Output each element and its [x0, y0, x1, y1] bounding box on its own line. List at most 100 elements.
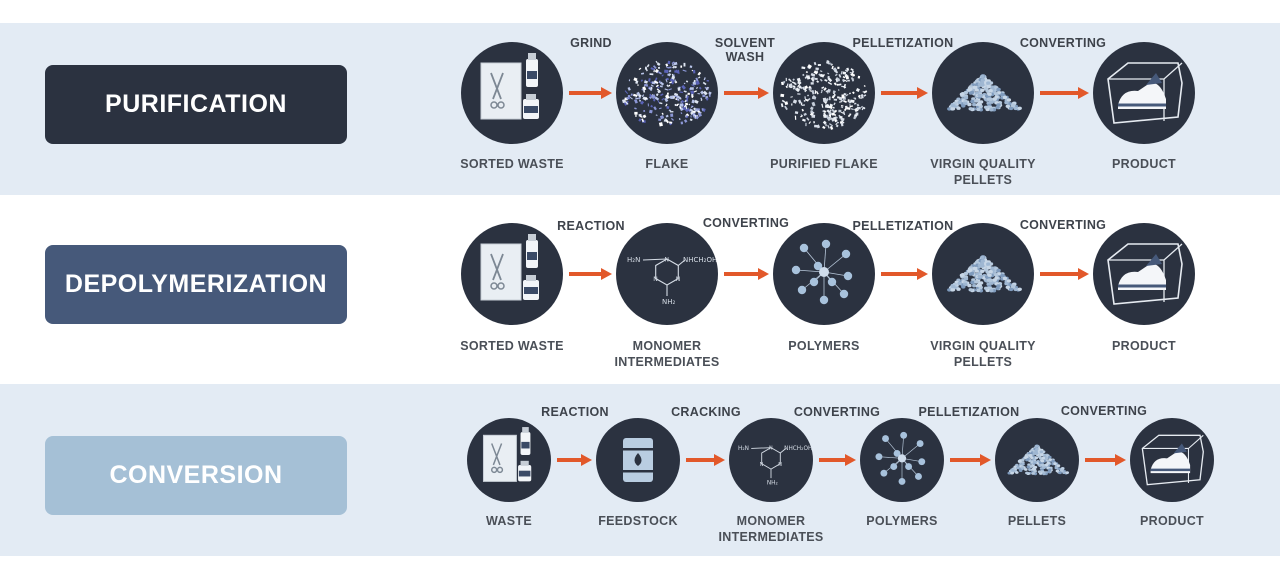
flow-arrow	[1040, 268, 1089, 280]
svg-text:N: N	[676, 276, 681, 283]
node-caption: PRODUCT	[1112, 157, 1176, 171]
node-polymers	[773, 223, 875, 325]
svg-text:H₂N: H₂N	[627, 256, 640, 264]
medical-waste-icon	[480, 234, 539, 301]
polymer-network-icon	[791, 239, 853, 305]
node-caption: POLYMERS	[866, 514, 938, 528]
flake-icon	[622, 60, 712, 127]
arrow-right-icon	[569, 268, 612, 280]
svg-text:N: N	[769, 446, 773, 452]
step-label: CONVERTING	[702, 216, 790, 230]
pellets-pile-icon	[947, 255, 1022, 293]
flow-arrow	[569, 268, 612, 280]
flow-arrow	[950, 454, 991, 466]
flow-arrow	[686, 454, 725, 466]
flow-arrow	[881, 268, 928, 280]
svg-text:NH₂: NH₂	[767, 481, 778, 487]
node-caption: PELLETS	[1007, 514, 1067, 528]
step-label: GRIND	[570, 36, 612, 50]
polymer-network-icon	[875, 431, 926, 485]
shoe-box-icon	[1107, 62, 1183, 124]
arrow-right-icon	[1085, 454, 1126, 466]
svg-text:H₂N: H₂N	[738, 446, 749, 452]
medical-waste-icon	[482, 427, 532, 482]
node-caption: MONOMER INTERMEDIATES	[614, 339, 720, 369]
purified-flake-icon	[780, 60, 868, 130]
svg-text:N: N	[653, 276, 658, 283]
node-purified-flake	[773, 42, 875, 144]
step-label: CRACKING	[671, 405, 741, 419]
node-product	[1130, 418, 1214, 502]
arrow-right-icon	[1040, 268, 1089, 280]
svg-text:NHCH₂OH: NHCH₂OH	[683, 256, 717, 264]
node-caption: FEEDSTOCK	[598, 514, 678, 528]
node-flake	[616, 42, 718, 144]
node-caption: WASTE	[486, 514, 532, 528]
molecule-icon: H₂N NHCH₂OH NH₂ N N N	[738, 446, 812, 487]
node-monomer-intermediates: H₂N NHCH₂OH NH₂ N N N	[729, 418, 813, 502]
arrow-right-icon	[686, 454, 725, 466]
node-caption: PRODUCT	[1112, 339, 1176, 353]
node-waste	[467, 418, 551, 502]
node-pellets	[995, 418, 1079, 502]
node-virgin-quality-pellets	[932, 42, 1034, 144]
node-caption: FLAKE	[645, 157, 689, 171]
molecule-icon: H₂N NHCH₂OH NH₂ N N N	[627, 256, 717, 306]
node-sorted-waste	[461, 223, 563, 325]
flow-arrow	[557, 454, 592, 466]
arrow-right-icon	[724, 87, 769, 99]
node-caption: POLYMERS	[788, 339, 860, 353]
node-polymers	[860, 418, 944, 502]
pellets-pile-icon	[947, 74, 1022, 112]
step-label: PELLETIZATION	[918, 405, 1020, 419]
flow-arrow	[881, 87, 928, 99]
medical-waste-icon	[480, 53, 539, 120]
node-caption: VIRGIN QUALITY PELLETS	[930, 339, 1036, 369]
pellets-pile-icon	[1007, 444, 1069, 476]
flow-arrow	[724, 87, 769, 99]
arrow-right-icon	[881, 87, 928, 99]
node-caption: PURIFIED FLAKE	[770, 157, 878, 171]
svg-text:N: N	[760, 462, 764, 468]
step-label: CONVERTING	[793, 405, 881, 419]
arrow-right-icon	[819, 454, 856, 466]
flow-arrow	[1085, 454, 1126, 466]
node-caption: VIRGIN QUALITY PELLETS	[930, 157, 1036, 187]
svg-text:NHCH₂OH: NHCH₂OH	[784, 446, 812, 452]
flow-arrow	[724, 268, 769, 280]
arrow-right-icon	[881, 268, 928, 280]
purification-label: PURIFICATION	[45, 65, 347, 144]
arrow-right-icon	[1040, 87, 1089, 99]
svg-text:NH₂: NH₂	[662, 298, 676, 306]
node-monomer-intermediates: H₂N NHCH₂OH NH₂ N N N	[616, 223, 718, 325]
oil-barrel-icon	[623, 438, 653, 482]
node-caption: SORTED WASTE	[460, 339, 564, 353]
arrow-right-icon	[569, 87, 612, 99]
step-label: REACTION	[541, 405, 609, 419]
step-label: CONVERTING	[1019, 36, 1107, 50]
node-caption: PRODUCT	[1140, 514, 1204, 528]
svg-text:N: N	[665, 257, 670, 264]
step-label: CONVERTING	[1060, 404, 1148, 418]
node-sorted-waste	[461, 42, 563, 144]
arrow-right-icon	[557, 454, 592, 466]
svg-text:N: N	[778, 462, 782, 468]
node-caption: MONOMER INTERMEDIATES	[718, 514, 824, 544]
conversion-label: CONVERSION	[45, 436, 347, 515]
step-label: PELLETIZATION	[852, 219, 954, 233]
node-product	[1093, 42, 1195, 144]
depolymerization-label: DEPOLYMERIZATION	[45, 245, 347, 324]
shoe-box-icon	[1107, 243, 1183, 305]
flow-arrow	[569, 87, 612, 99]
arrow-right-icon	[724, 268, 769, 280]
step-label: PELLETIZATION	[852, 36, 954, 50]
step-label: REACTION	[557, 219, 625, 233]
step-label: SOLVENT WASH	[714, 36, 776, 64]
shoe-box-icon	[1141, 434, 1204, 486]
node-virgin-quality-pellets	[932, 223, 1034, 325]
arrow-right-icon	[950, 454, 991, 466]
step-label: CONVERTING	[1019, 218, 1107, 232]
node-caption: SORTED WASTE	[460, 157, 564, 171]
node-product	[1093, 223, 1195, 325]
flow-arrow	[819, 454, 856, 466]
